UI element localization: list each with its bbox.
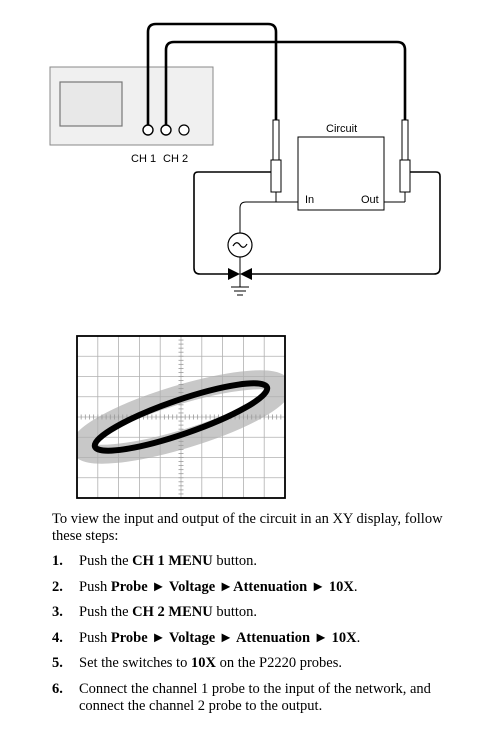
step-emphasis: CH 2 MENU [132, 604, 213, 620]
step-number: 5. [52, 655, 63, 671]
ch2-connector [160, 124, 172, 136]
xy-display [76, 335, 286, 499]
xy-display-frame [76, 335, 286, 499]
ext-trig-connector [178, 124, 190, 136]
step-emphasis: 10X [190, 655, 216, 671]
ch1-connector [142, 124, 154, 136]
circuit-out-label: Out [361, 194, 379, 206]
intro-paragraph: To view the input and output of the circ… [52, 511, 443, 544]
step-number: 3. [52, 604, 63, 620]
circuit-in-label: In [305, 194, 314, 206]
ch1-probe [270, 119, 282, 202]
ground-clip-left [228, 268, 240, 280]
step-number: 4. [52, 629, 63, 646]
ground-clip-right [240, 268, 252, 280]
step-item: 4. Push Probe ► Voltage ► Attenuation ► 1… [52, 630, 472, 647]
step-emphasis: Probe ► Voltage ► Attenuation ► 10X [110, 629, 357, 646]
xy-trace [91, 380, 271, 454]
step-text: Push the [79, 553, 133, 569]
step-item: 1. Push the CH 1 MENU button. [52, 553, 472, 570]
step-number: 2. [52, 578, 63, 595]
step-number: 6. [52, 680, 63, 697]
step-item: 5. Set the switches to 10X on the P2220 p… [52, 655, 472, 672]
ch2-probe [399, 119, 411, 202]
ch1-label: CH 1 [131, 153, 156, 165]
ch2-ground-lead [251, 171, 441, 275]
xy-setup-diagram: CH 1 CH 2 Circuit In Out [49, 22, 441, 499]
ground-icon [231, 286, 249, 296]
step-text: Push [79, 629, 111, 646]
step-text: button. [212, 604, 258, 620]
step-item: 6. Connect the channel 1 probe to the inp… [52, 681, 472, 715]
step-text: on the P2220 probes. [215, 655, 343, 671]
sine-icon [232, 242, 248, 248]
circuit-box [297, 136, 385, 211]
step-text: Push the [79, 604, 133, 620]
ch1-probe-cable [146, 22, 278, 125]
ch2-label: CH 2 [163, 153, 188, 165]
step-text: Push [79, 578, 111, 595]
step-item: 3. Push the CH 2 MENU button. [52, 604, 472, 621]
step-number: 1. [52, 553, 63, 569]
step-emphasis: Probe ► Voltage ►Attenuation ► 10X [110, 578, 354, 595]
step-text: . [353, 578, 358, 595]
step-emphasis: CH 1 MENU [132, 553, 213, 569]
steps-list: 1. Push the CH 1 MENU button. 2. Push Probe… [52, 553, 472, 723]
step-text: Set the switches to [79, 655, 191, 671]
step-item: 2. Push Probe ► Voltage ►Attenuation ► 10… [52, 579, 472, 596]
step-text: . [356, 629, 361, 646]
step-text: button. [212, 553, 258, 569]
step-text: Connect the channel 1 probe to the input… [79, 680, 431, 714]
ch2-probe-cable [164, 40, 407, 125]
oscilloscope: CH 1 CH 2 [49, 66, 214, 165]
ch1-ground-lead [193, 171, 271, 275]
xy-trace-shadow [77, 370, 285, 464]
circuit-label: Circuit [326, 123, 357, 135]
